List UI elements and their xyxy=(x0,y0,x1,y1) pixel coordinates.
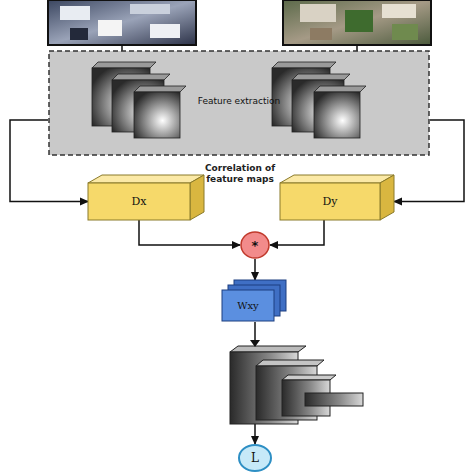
node-label: Dy xyxy=(280,183,380,220)
node-label: Dx xyxy=(88,183,190,220)
node-label: Wxy xyxy=(222,290,274,321)
node-outline xyxy=(280,175,396,220)
correlation-operator: * xyxy=(240,231,270,259)
aerial-image xyxy=(283,0,431,45)
feature-layer xyxy=(134,86,186,138)
node-label: * xyxy=(240,231,270,259)
feature-extraction-box: Feature extraction xyxy=(48,50,430,156)
connector-arrow xyxy=(254,259,256,280)
connector-arrow xyxy=(270,220,324,245)
node-label: L xyxy=(238,444,272,472)
correlation-tensor: Wxy xyxy=(222,280,288,322)
connector-arrow xyxy=(254,322,256,444)
loss-node: L xyxy=(238,444,272,472)
aerial-image xyxy=(48,0,196,45)
stack-arrow xyxy=(250,340,260,347)
feature-layer xyxy=(314,86,366,138)
node-outline xyxy=(88,175,206,220)
conv-layers xyxy=(230,346,363,424)
feature-map-box: Dy xyxy=(280,175,396,220)
connector-arrow xyxy=(139,220,240,245)
node-label: Feature extraction xyxy=(194,86,284,116)
section-label: Correlation of feature maps xyxy=(200,160,280,188)
feature-map-box: Dx xyxy=(88,175,206,220)
